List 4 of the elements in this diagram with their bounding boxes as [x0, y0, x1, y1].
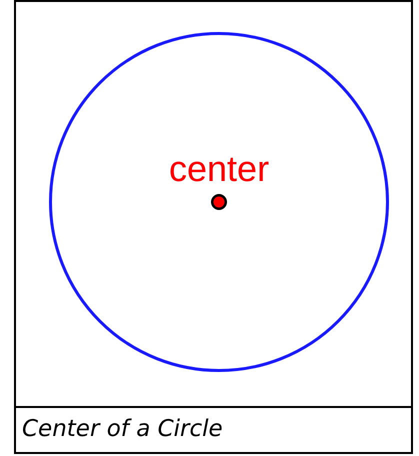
- center-dot: [211, 194, 227, 210]
- center-label: center: [169, 148, 270, 190]
- figure-caption: Center of a Circle: [22, 416, 223, 442]
- circle-outline: [49, 32, 389, 372]
